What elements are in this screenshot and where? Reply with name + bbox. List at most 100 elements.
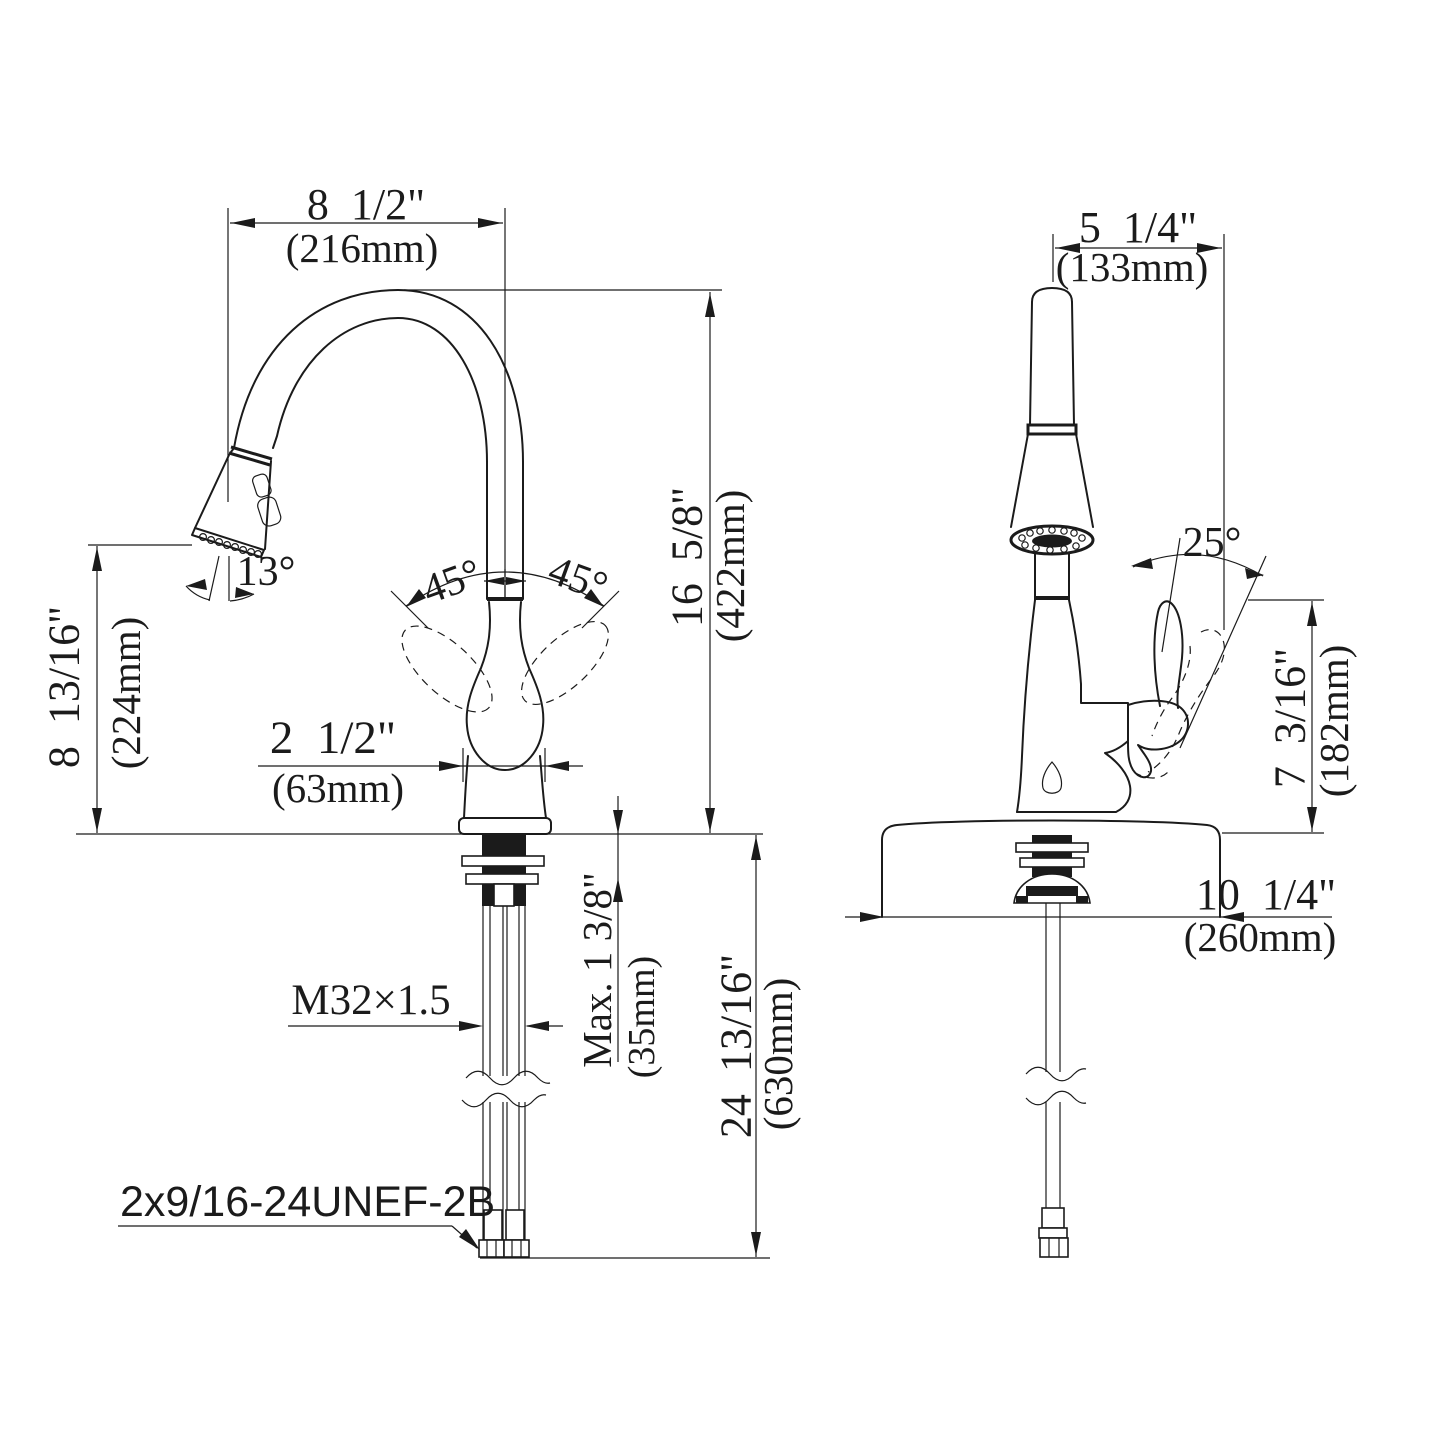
spray-nozzle-dots	[199, 532, 263, 558]
nut-foot	[1076, 896, 1088, 903]
angle-leg	[1179, 555, 1267, 749]
body-cone-right	[539, 755, 547, 819]
angle-arrow	[1245, 568, 1264, 579]
shank-washer	[465, 873, 539, 885]
dim-arrow	[92, 547, 102, 571]
dim-arrow	[705, 293, 715, 317]
dim-arrow	[751, 836, 761, 860]
dim-spout-reach-mm: (216mm)	[286, 225, 439, 271]
dim-arrow	[1307, 602, 1317, 626]
side-spray-wand	[1009, 287, 1095, 600]
handle-ghost-right	[520, 620, 610, 706]
dim-arrow	[92, 808, 102, 832]
angle-arrow	[186, 579, 207, 590]
dim-spout-reach-in: 8 1/2"	[307, 180, 425, 229]
spout-outer-curve	[230, 289, 524, 463]
head-left-edge	[194, 454, 230, 529]
angle-arc	[185, 585, 211, 601]
dim-arrow	[525, 1021, 549, 1031]
side-handle-solid	[1153, 600, 1184, 709]
dim-spray-angle: 13°	[237, 549, 296, 595]
head-cone-right	[1075, 433, 1094, 528]
dim-arrow	[459, 1021, 483, 1031]
deck-plate-outline	[881, 819, 1221, 918]
dim-arrow	[1056, 243, 1080, 253]
dim-arrow	[860, 912, 884, 922]
dim-arrow	[478, 218, 502, 228]
body-left-edge	[1016, 599, 1036, 813]
side-handle-ghost-tail	[1133, 771, 1169, 779]
shank-washer	[461, 855, 545, 867]
side-handle-ghost-inner	[1151, 645, 1191, 737]
nut-foot	[1016, 896, 1028, 903]
head-ring-line	[228, 451, 271, 467]
dim-arrow	[484, 577, 504, 585]
angle-ref-line	[208, 555, 220, 602]
nut-band	[1026, 886, 1078, 896]
front-under-counter	[76, 833, 763, 1258]
dim-plate-width-in: 10 1/4"	[1196, 870, 1336, 919]
head-cone-left	[1010, 433, 1029, 528]
spout-inner-curve	[272, 317, 488, 463]
dim-arrow	[439, 761, 463, 771]
hose-gap	[493, 883, 515, 907]
swing-arc-arrow	[406, 589, 426, 607]
dim-counter-max-in: Max. 1 3/8"	[574, 872, 620, 1068]
dim-hose-length-mm: (630mm)	[755, 978, 801, 1131]
dim-base-diameter-mm: (63mm)	[272, 765, 404, 811]
shank-washer	[1015, 842, 1089, 853]
head-face-band	[191, 527, 265, 558]
dim-handle-angle: 25°	[1183, 520, 1242, 566]
body-right-edge	[1016, 599, 1132, 813]
dim-arrow	[751, 1232, 761, 1256]
front-dimensions: 8 1/2" (216mm) 16 5/8" (422mm) 8 13/16" …	[40, 180, 801, 1259]
dim-arrow	[613, 878, 623, 902]
side-deck-plate	[881, 819, 1221, 918]
hose-end-fittings	[478, 1209, 530, 1258]
front-spray-head	[191, 445, 282, 558]
handle-ghost-left	[401, 625, 493, 713]
body-cone-left	[463, 755, 469, 819]
dim-reach-in: 5 1/4"	[1079, 203, 1197, 252]
dim-plate-width-mm: (260mm)	[1184, 914, 1337, 960]
head-clip-button	[252, 473, 282, 527]
dim-handle-height-mm: (182mm)	[1311, 645, 1357, 798]
mounting-shank	[1032, 835, 1072, 877]
dim-supply-thread: 2x9/16-24UNEF-2B	[120, 1178, 495, 1226]
hose-break-squiggle	[461, 1092, 547, 1108]
side-view: 5 1/4" (133mm) 25° 7 3/16" (182mm) 10 1/…	[845, 203, 1357, 1258]
dim-head-height-mm: (224mm)	[103, 617, 149, 770]
wand-right-edge	[1071, 301, 1075, 426]
dim-arrow	[613, 810, 623, 834]
side-under-counter	[845, 835, 1332, 1258]
dim-head-height-in: 8 13/16"	[40, 606, 89, 768]
swing-leg-left	[390, 590, 429, 629]
head-right-edge	[264, 460, 272, 550]
handle-lever-outline	[465, 601, 545, 771]
dim-arrow	[545, 761, 569, 771]
dim-height-mm: (422mm)	[707, 490, 753, 643]
angle-arrow	[1131, 558, 1153, 569]
dim-shank-thread: M32×1.5	[291, 977, 450, 1024]
angle-leg	[1161, 537, 1181, 653]
dim-arrow	[705, 808, 715, 832]
shank-washer	[1019, 857, 1085, 868]
stud-hex-nut	[1039, 1237, 1069, 1258]
wand-top-cap	[1031, 287, 1073, 303]
angle-arrow	[235, 587, 254, 598]
dim-arrow	[506, 577, 526, 585]
dim-arrow	[1307, 807, 1317, 831]
dim-counter-max-mm: (35mm)	[621, 956, 663, 1078]
angle-arc	[229, 593, 255, 602]
dim-arrow	[231, 218, 255, 228]
wand-left-edge	[1029, 301, 1033, 426]
head-ring-line	[230, 445, 273, 461]
dim-reach-mm: (133mm)	[1056, 244, 1209, 290]
stud-break-squiggle	[1025, 1090, 1087, 1106]
stud-collar	[1041, 1207, 1065, 1229]
spray-face	[1009, 524, 1095, 556]
side-handle-base	[1127, 699, 1189, 779]
front-view: 8 1/2" (216mm) 16 5/8" (422mm) 8 13/16" …	[40, 180, 801, 1259]
